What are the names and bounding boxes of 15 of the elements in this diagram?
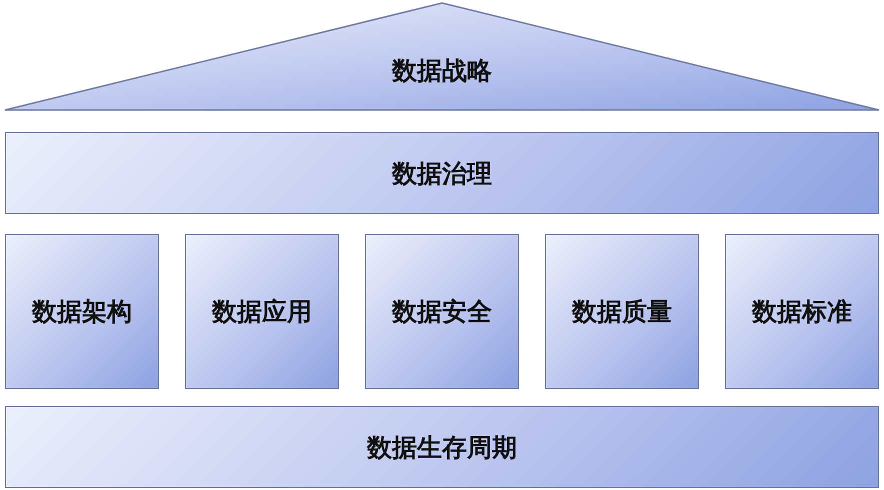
pillar-box	[365, 234, 519, 389]
roof-label: 数据战略	[392, 55, 492, 87]
pillar-box	[545, 234, 699, 389]
layer-box	[5, 132, 879, 214]
box-label: 数据应用	[212, 296, 312, 328]
box-label: 数据质量	[572, 296, 672, 328]
pillar-box	[725, 234, 879, 389]
box-label: 数据架构	[32, 296, 132, 328]
box-label: 数据生存周期	[367, 432, 517, 464]
layer-box	[5, 406, 879, 488]
box-label: 数据标准	[752, 296, 852, 328]
box-label: 数据安全	[392, 296, 492, 328]
pillar-box	[5, 234, 159, 389]
pillar-box	[185, 234, 339, 389]
box-label: 数据治理	[392, 158, 492, 190]
